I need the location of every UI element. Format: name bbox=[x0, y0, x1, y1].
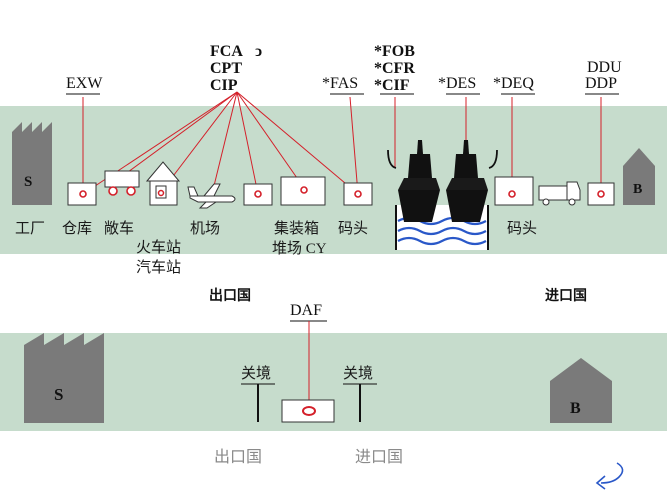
top-band bbox=[0, 106, 667, 254]
term-cip: CIP bbox=[210, 77, 238, 94]
term-cif: *CIF bbox=[374, 77, 410, 94]
term-des: *DES bbox=[438, 75, 476, 92]
ship-icon-import bbox=[446, 140, 498, 222]
daf-border-box-icon bbox=[281, 399, 335, 423]
container-yard-icon bbox=[280, 176, 326, 206]
label-border-left: 关境 bbox=[241, 364, 271, 382]
label-warehouse: 仓库 bbox=[62, 220, 92, 237]
label-container-yard-cy: 堆场 CY bbox=[272, 240, 327, 257]
open-truck-icon bbox=[104, 170, 140, 196]
import-wharf-icon bbox=[494, 176, 534, 206]
ship-icon-export bbox=[387, 140, 440, 222]
term-fca: FCA bbox=[210, 43, 243, 60]
label-train-station: 火车站 bbox=[136, 239, 181, 256]
buyer-destination-icon bbox=[587, 182, 615, 206]
label-import-country-bottom: 进口国 bbox=[355, 448, 403, 466]
seller-letter: S bbox=[24, 174, 32, 190]
label-import-wharf: 码头 bbox=[507, 220, 537, 237]
seller-letter-bottom: S bbox=[54, 385, 63, 404]
buyer-house-icon-bottom: B bbox=[550, 358, 612, 423]
airplane-icon bbox=[187, 183, 236, 209]
seller-factory-icon-bottom: S bbox=[24, 333, 104, 423]
label-open-truck: 敞车 bbox=[104, 220, 134, 237]
label-bus-station: 汽车站 bbox=[136, 259, 181, 276]
buyer-letter: B bbox=[633, 182, 642, 197]
return-arrow-icon[interactable] bbox=[595, 462, 624, 490]
warehouse-icon bbox=[67, 182, 97, 206]
term-cfr: *CFR bbox=[374, 60, 415, 77]
label-factory: 工厂 bbox=[15, 221, 45, 237]
term-ddu: DDU bbox=[587, 59, 622, 76]
term-cpt: CPT bbox=[210, 60, 242, 77]
label-airport: 机场 bbox=[190, 220, 220, 237]
label-export-wharf: 码头 bbox=[338, 220, 368, 237]
term-fca-mark: ↄ bbox=[255, 43, 262, 60]
seller-factory-icon: S bbox=[12, 122, 52, 205]
connector-lines bbox=[82, 91, 602, 195]
label-container-yard: 集装箱 bbox=[274, 220, 319, 237]
buyer-letter-bottom: B bbox=[570, 400, 581, 417]
term-fas: *FAS bbox=[322, 75, 358, 92]
delivery-truck-icon bbox=[538, 181, 581, 206]
export-wharf-icon bbox=[343, 182, 373, 206]
label-export-country-bottom: 出口国 bbox=[214, 448, 262, 466]
label-export-country: 出口国 bbox=[209, 287, 251, 304]
airport-cargo-icon bbox=[243, 183, 273, 206]
term-exw: EXW bbox=[66, 75, 103, 92]
buyer-house-icon: B bbox=[623, 148, 655, 205]
label-border-right: 关境 bbox=[343, 364, 373, 382]
term-ddp: DDP bbox=[585, 75, 617, 92]
term-fob: *FOB bbox=[374, 43, 415, 60]
term-daf: DAF bbox=[290, 302, 322, 319]
label-import-country: 进口国 bbox=[545, 288, 587, 304]
station-house-icon bbox=[145, 161, 181, 206]
term-deq: *DEQ bbox=[493, 75, 534, 92]
